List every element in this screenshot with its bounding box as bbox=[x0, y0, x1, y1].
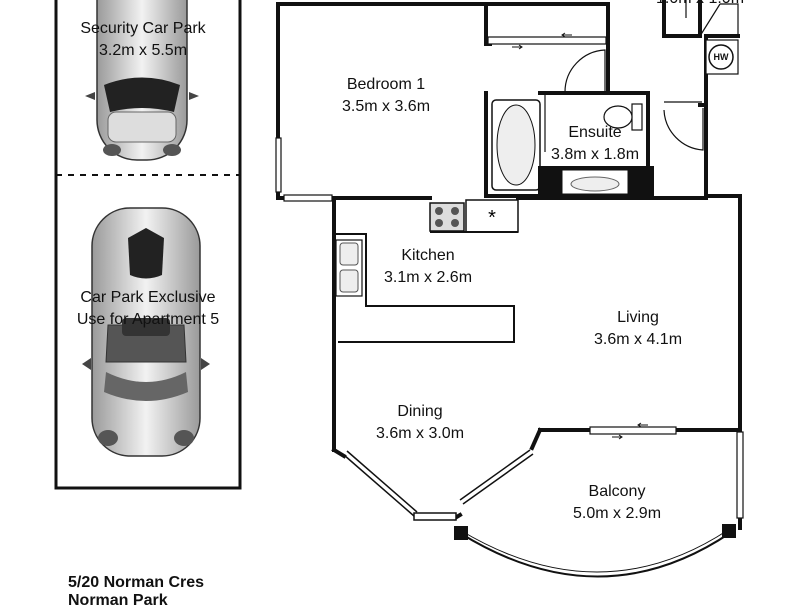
bathtub-icon bbox=[491, 99, 541, 191]
room-dimensions: 3.6m x 4.1m bbox=[593, 331, 683, 348]
room-name: Balcony bbox=[588, 483, 646, 500]
windows bbox=[275, 36, 744, 519]
address-line-2: Norman Park bbox=[68, 592, 168, 609]
room-dimensions: 3.2m x 5.5m bbox=[98, 42, 188, 59]
room-name: Living bbox=[617, 309, 659, 326]
room-label-living: Living 3.6m x 4.1m bbox=[578, 307, 698, 351]
sink-icon bbox=[335, 239, 363, 297]
room-dimensions: 3.6m x 3.0m bbox=[375, 425, 465, 442]
room-name: Security Car Park bbox=[80, 20, 206, 37]
car-icon bbox=[82, 207, 210, 457]
toilet-icon bbox=[603, 103, 643, 131]
room-label-exclusive-car-park: Car Park Exclusive Use for Apartment 5 bbox=[56, 287, 240, 331]
room-name: Dining bbox=[397, 403, 443, 420]
room-label-ensuite: Ensuite 3.8m x 1.8m bbox=[540, 122, 650, 166]
svg-text:*: * bbox=[488, 207, 496, 229]
room-label-kitchen: Kitchen 3.1m x 2.6m bbox=[368, 245, 488, 289]
car-icon bbox=[85, 0, 199, 161]
stove-icon bbox=[429, 202, 465, 232]
room-label-dining: Dining 3.6m x 3.0m bbox=[360, 401, 480, 445]
fridge-icon: * bbox=[465, 199, 519, 233]
room-label-bedroom-1: Bedroom 1 3.5m x 3.6m bbox=[316, 74, 456, 118]
room-label-top-right: 1.0m x 1.0m bbox=[640, 0, 760, 10]
room-name: Ensuite bbox=[568, 124, 622, 141]
room-name: Bedroom 1 bbox=[346, 76, 426, 93]
hot-water-icon bbox=[705, 39, 739, 75]
hot-water-label: HW bbox=[713, 52, 729, 62]
room-label-balcony: Balcony 5.0m x 2.9m bbox=[557, 481, 677, 525]
room-name: Kitchen bbox=[401, 247, 455, 264]
walls bbox=[276, 0, 742, 530]
room-dimensions: 1.0m x 1.0m bbox=[640, 0, 760, 10]
room-dimensions: 5.0m x 2.9m bbox=[572, 505, 662, 522]
room-dimensions: 3.1m x 2.6m bbox=[383, 269, 473, 286]
door-arrows bbox=[512, 32, 648, 440]
balcony-edge bbox=[454, 524, 736, 578]
vanity-icon bbox=[538, 166, 654, 198]
door-swings bbox=[544, 0, 739, 152]
address-line-1: 5/20 Norman Cres bbox=[68, 574, 205, 591]
room-name-line2: Use for Apartment 5 bbox=[76, 311, 220, 328]
room-name: Car Park Exclusive bbox=[80, 289, 216, 306]
bay-windows bbox=[343, 449, 534, 521]
room-dimensions: 3.5m x 3.6m bbox=[341, 98, 431, 115]
room-dimensions: 3.8m x 1.8m bbox=[550, 146, 640, 163]
kitchen-benches bbox=[334, 231, 518, 343]
car-park-area bbox=[54, 0, 242, 490]
room-label-security-car-park: Security Car Park 3.2m x 5.5m bbox=[58, 18, 228, 62]
